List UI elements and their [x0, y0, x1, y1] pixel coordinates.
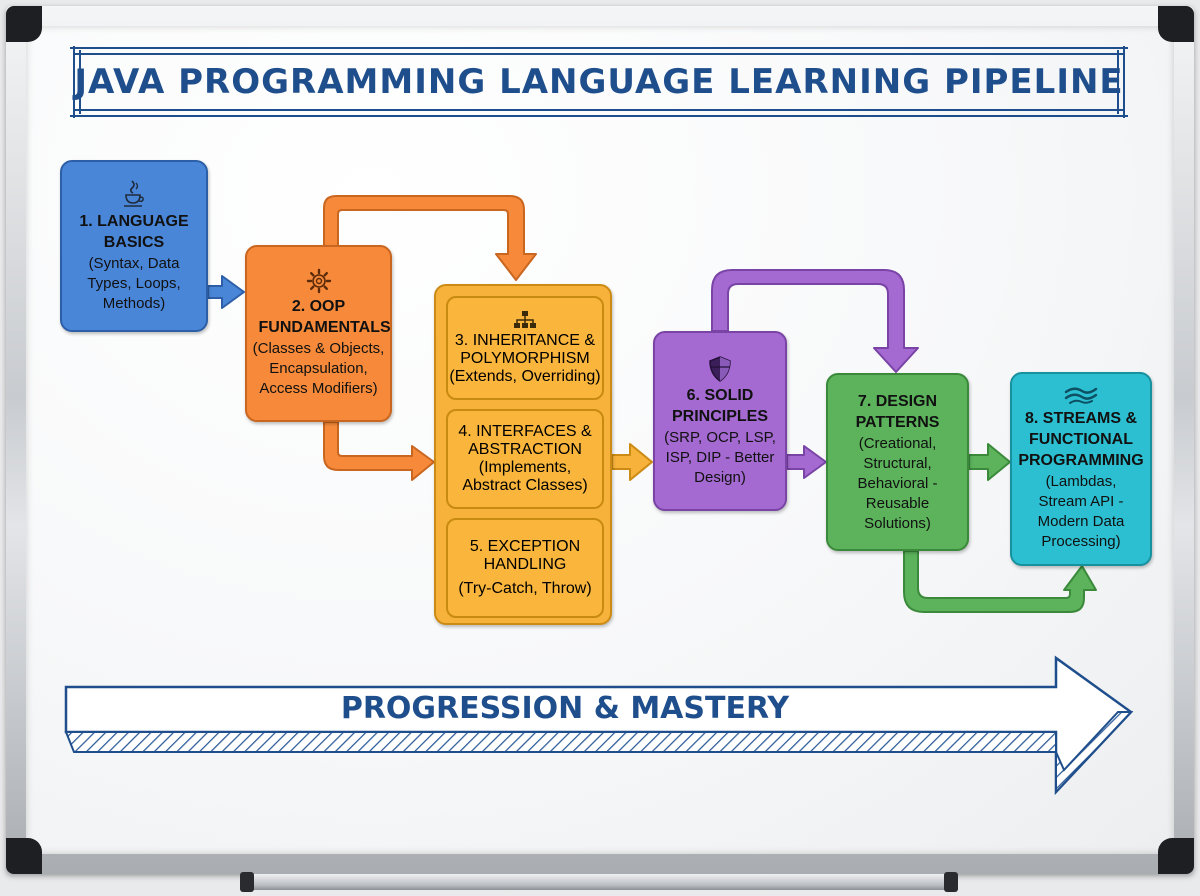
step-solid-principles: 6. SOLID PRINCIPLES (SRP, OCP, LSP, ISP,…	[653, 331, 787, 511]
step-detail: (SRP, OCP, LSP, ISP, DIP - Better Design…	[664, 428, 776, 486]
step-detail: (Extends, Overriding)	[449, 368, 601, 385]
tray-end-cap	[944, 872, 958, 892]
stream-waves-icon	[1064, 386, 1098, 406]
arrow-2-to-4	[323, 421, 435, 481]
arrow-1-to-2	[207, 275, 245, 309]
arrow-6-to-7-loop	[711, 269, 919, 373]
step-detail: (Syntax, Data Types, Loops, Methods)	[87, 254, 181, 312]
arrow-4-to-6	[611, 443, 653, 481]
step-detail: (Creational, Structural, Behavioral - Re…	[857, 434, 938, 532]
arrow-6-to-7	[786, 445, 827, 479]
shield-icon	[707, 355, 733, 383]
arrow-7-to-8	[968, 443, 1011, 481]
frame-corner	[6, 6, 42, 42]
step-heading: 2. OOP FUNDAMENTALS	[258, 298, 391, 336]
step-detail: (Try-Catch, Throw)	[458, 580, 592, 597]
step-exception-handling: 5. EXCEPTION HANDLING (Try-Catch, Throw)	[446, 518, 604, 618]
progress-arrow	[64, 655, 1134, 796]
step-design-patterns: 7. DESIGN PATTERNS (Creational, Structur…	[826, 373, 969, 551]
step-heading: 4. INTERFACES & ABSTRACTION	[458, 423, 592, 458]
step-oop-fundamentals: 2. OOP FUNDAMENTALS (Classes & Objects, …	[245, 245, 392, 422]
step-heading: 7. DESIGN PATTERNS	[855, 392, 940, 431]
step-detail: (Lambdas, Stream API - Modern Data Proce…	[1037, 473, 1125, 550]
step-heading: 6. SOLID PRINCIPLES	[671, 386, 768, 425]
frame-corner	[1158, 6, 1194, 42]
gear-icon	[306, 268, 332, 294]
marker-tray	[242, 874, 958, 890]
page-title: JAVA PROGRAMMING LANGUAGE LEARNING PIPEL…	[74, 62, 1124, 102]
step-inheritance-polymorphism: 3. INHERITANCE & POLYMORPHISM (Extends, …	[446, 296, 604, 400]
core-concepts-group: 3. INHERITANCE & POLYMORPHISM (Extends, …	[434, 284, 612, 625]
step-interfaces-abstraction: 4. INTERFACES & ABSTRACTION (Implements,…	[446, 409, 604, 509]
step-heading: 1. LANGUAGE BASICS	[79, 212, 189, 251]
step-detail: (Implements, Abstract Classes)	[462, 459, 588, 494]
tray-end-cap	[240, 872, 254, 892]
frame-corner	[1158, 838, 1194, 874]
arrow-7-to-8-loop	[903, 550, 1097, 613]
step-detail: (Classes & Objects, Encapsulation, Acces…	[252, 340, 385, 397]
hierarchy-icon	[513, 310, 537, 330]
title-frame-lines	[70, 46, 1128, 118]
flow-arrows	[207, 195, 1097, 613]
step-language-basics: 1. LANGUAGE BASICS (Syntax, Data Types, …	[60, 160, 208, 332]
progress-label: PROGRESSION & MASTERY	[340, 690, 790, 726]
title-banner: JAVA PROGRAMMING LANGUAGE LEARNING PIPEL…	[74, 48, 1124, 116]
step-heading: 5. EXCEPTION HANDLING	[469, 538, 581, 573]
frame-corner	[6, 838, 42, 874]
arrow-2-to-3-loop	[323, 195, 537, 281]
step-streams-functional: 8. STREAMS & FUNCTIONAL PROGRAMMING (Lam…	[1010, 372, 1152, 566]
java-cup-icon	[121, 179, 147, 209]
step-heading: 3. INHERITANCE & POLYMORPHISM	[454, 332, 596, 367]
step-heading: 8. STREAMS & FUNCTIONAL PROGRAMMING	[1018, 410, 1144, 469]
